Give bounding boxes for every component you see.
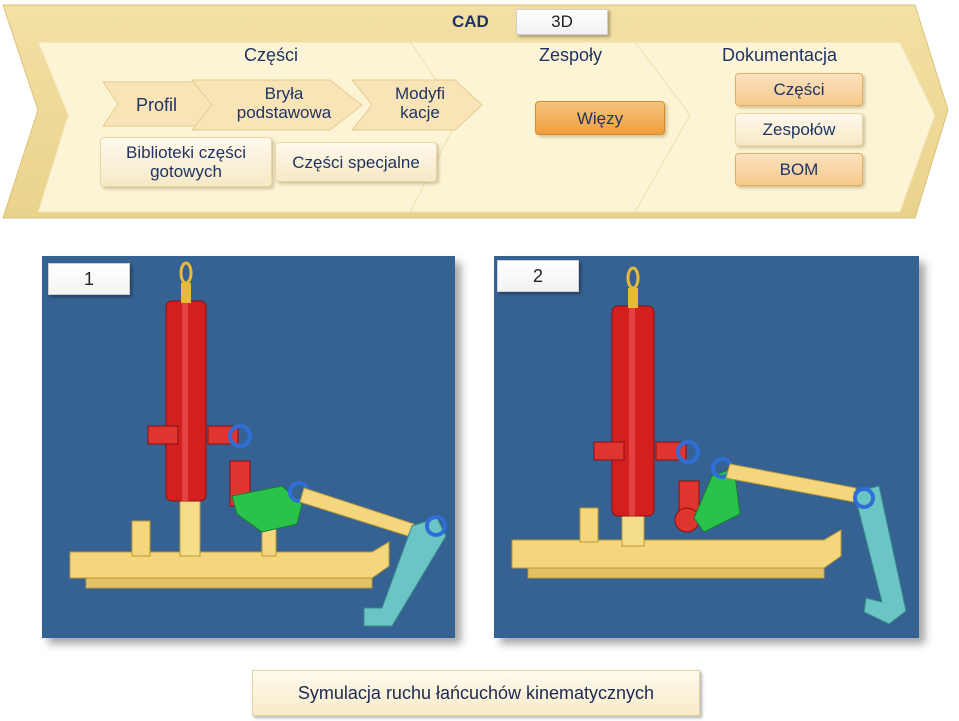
stage-assemblies-title: Zespoły: [539, 45, 603, 65]
simulation-panel-2: [494, 256, 919, 638]
doc-assemblies-box[interactable]: Zespołów: [735, 113, 863, 146]
panel-2-label: 2: [497, 260, 579, 292]
profile-label: Profil: [136, 95, 178, 115]
doc-parts-box[interactable]: Części: [735, 73, 863, 106]
base-solid-arrow: [190, 79, 363, 131]
stage-parts-title: Części: [244, 45, 299, 65]
constraints-box[interactable]: Więzy: [535, 101, 665, 135]
mechanism-drawing-1: [69, 261, 447, 627]
modifications-arrow: [350, 79, 483, 131]
base-solid-label: Bryła podstawowa: [236, 84, 332, 122]
mechanism-drawing-2: [511, 266, 907, 625]
modifications-label: Modyfi kacje: [394, 84, 446, 122]
panel-1-label: 1: [48, 263, 130, 295]
tab-3d[interactable]: 3D: [516, 9, 608, 35]
libraries-box[interactable]: Biblioteki części gotowych: [100, 137, 272, 187]
simulation-panel-1: [42, 256, 455, 638]
caption-box: Symulacja ruchu łańcuchów kinematycznych: [252, 670, 700, 716]
special-parts-box[interactable]: Części specjalne: [275, 142, 437, 182]
stage-documentation-title: Dokumentacja: [722, 45, 838, 65]
cad-label: CAD: [452, 12, 489, 31]
doc-bom-box[interactable]: BOM: [735, 153, 863, 186]
